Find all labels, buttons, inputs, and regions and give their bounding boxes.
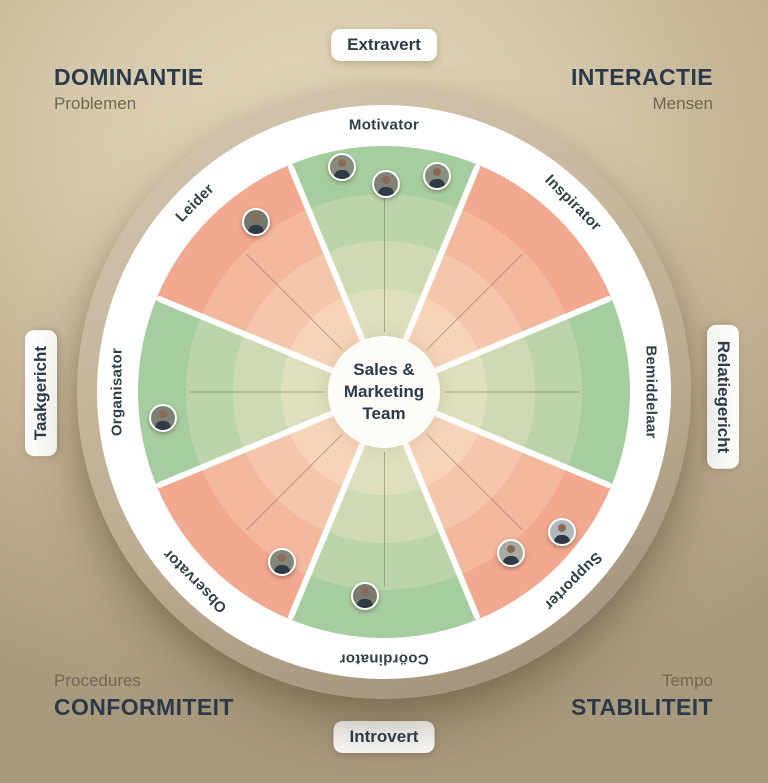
person-torso-icon xyxy=(155,421,171,430)
person-head-icon xyxy=(361,588,369,596)
wheel-center-circle: Sales & Marketing Team xyxy=(328,336,440,448)
segment-mid-tick xyxy=(383,452,385,587)
segment-label-organisator: Organisator xyxy=(108,347,126,437)
member-avatar-man-dark-blazer[interactable] xyxy=(149,404,177,432)
member-avatar-man-navy-suit[interactable] xyxy=(372,170,400,198)
person-head-icon xyxy=(252,214,260,222)
person-head-icon xyxy=(382,176,390,184)
axis-pill-taakgericht: Taakgericht xyxy=(25,329,57,457)
quadrant-subtitle: Problemen xyxy=(54,94,137,114)
member-avatar-woman-blue-shirt[interactable] xyxy=(548,518,576,546)
quadrant-title: CONFORMITEIT xyxy=(54,694,234,721)
person-head-icon xyxy=(278,554,286,562)
quadrant-conformiteit: Procedures CONFORMITEIT xyxy=(54,671,234,721)
team-name: Sales & Marketing Team xyxy=(343,359,425,424)
quadrant-subtitle: Tempo xyxy=(661,671,713,690)
quadrant-title: STABILITEIT xyxy=(571,694,713,721)
segment-mid-tick xyxy=(189,391,324,393)
person-head-icon xyxy=(338,159,346,167)
axis-pill-relatiegericht: Relatiegericht xyxy=(707,324,739,470)
segment-mid-tick xyxy=(383,197,385,332)
person-torso-icon xyxy=(248,225,264,234)
person-torso-icon xyxy=(503,556,519,565)
person-head-icon xyxy=(159,410,167,418)
member-avatar-man-suit[interactable] xyxy=(423,162,451,190)
quadrant-title: DOMINANTIE xyxy=(54,64,204,90)
member-avatar-woman-dark-hair[interactable] xyxy=(328,153,356,181)
member-avatar-man-dark-suit[interactable] xyxy=(351,582,379,610)
segment-label-bemiddelaar: Bemiddelaar xyxy=(642,345,660,439)
quadrant-interactie: INTERACTIE Mensen xyxy=(571,64,713,114)
quadrant-subtitle: Mensen xyxy=(652,94,713,114)
segment-mid-tick xyxy=(444,391,579,393)
member-avatar-woman-brown-hair[interactable] xyxy=(497,539,525,567)
person-head-icon xyxy=(507,545,515,553)
person-torso-icon xyxy=(334,170,350,179)
axis-pill-extravert: Extravert xyxy=(331,29,437,61)
person-torso-icon xyxy=(429,179,445,188)
member-avatar-woman-dark-hair[interactable] xyxy=(242,208,270,236)
person-torso-icon xyxy=(357,599,373,608)
person-torso-icon xyxy=(554,535,570,544)
person-torso-icon xyxy=(378,187,394,196)
member-avatar-man-suit[interactable] xyxy=(268,548,296,576)
person-head-icon xyxy=(558,524,566,532)
quadrant-title: INTERACTIE xyxy=(571,64,713,90)
person-head-icon xyxy=(433,168,441,176)
axis-pill-introvert: Introvert xyxy=(333,721,435,753)
segment-label-cordinator: Coördinator xyxy=(339,650,429,668)
quadrant-dominantie: DOMINANTIE Problemen xyxy=(54,64,204,114)
person-torso-icon xyxy=(274,565,290,574)
segment-label-motivator: Motivator xyxy=(348,116,420,134)
quadrant-subtitle: Procedures xyxy=(54,671,141,690)
quadrant-stabiliteit: Tempo STABILITEIT xyxy=(571,671,713,721)
